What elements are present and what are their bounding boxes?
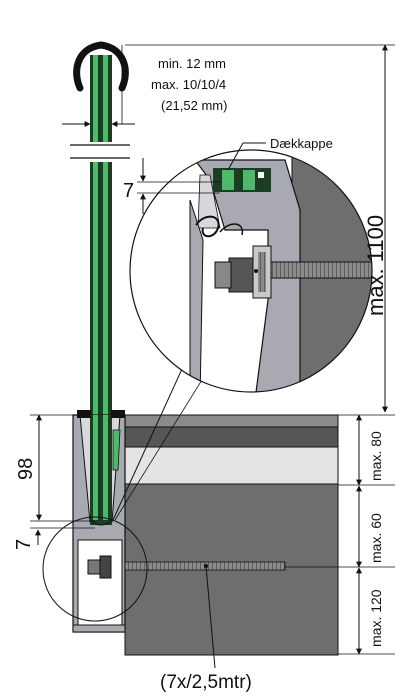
glass-panel — [70, 55, 130, 525]
glass-spec-line1: min. 12 mm — [158, 56, 226, 71]
top-handrail-cap — [73, 41, 129, 92]
dimension-total-height — [125, 44, 395, 416]
cap-label: Dækkappe — [270, 136, 333, 151]
total-height-label: max. 1100 — [363, 215, 388, 316]
max80-label: max. 80 — [368, 431, 384, 481]
dim-98-label: 98 — [15, 458, 37, 480]
big-detail-circle — [129, 149, 373, 393]
glass-spec-line2: max. 10/10/4 — [151, 77, 226, 92]
detail-leaders — [112, 368, 206, 521]
small-detail-circle — [42, 516, 148, 622]
dimension-glass-thickness — [62, 45, 135, 127]
base-profile — [72, 410, 126, 633]
bolt-spec-label: (7x/2,5mtr) — [160, 672, 252, 693]
dimension-slab — [285, 414, 395, 655]
concrete-slab — [124, 414, 339, 656]
dim-7-top-label: 7 — [123, 180, 134, 202]
threaded-rod — [124, 561, 286, 669]
cap-leader — [227, 142, 266, 171]
dimension-7-top — [137, 158, 220, 214]
dim-7-bottom-label: 7 — [13, 539, 35, 550]
dimension-98 — [30, 414, 95, 529]
glass-spec-line3: (21,52 mm) — [161, 98, 227, 113]
max120-label: max. 120 — [368, 589, 384, 647]
max60-label: max. 60 — [368, 513, 384, 563]
